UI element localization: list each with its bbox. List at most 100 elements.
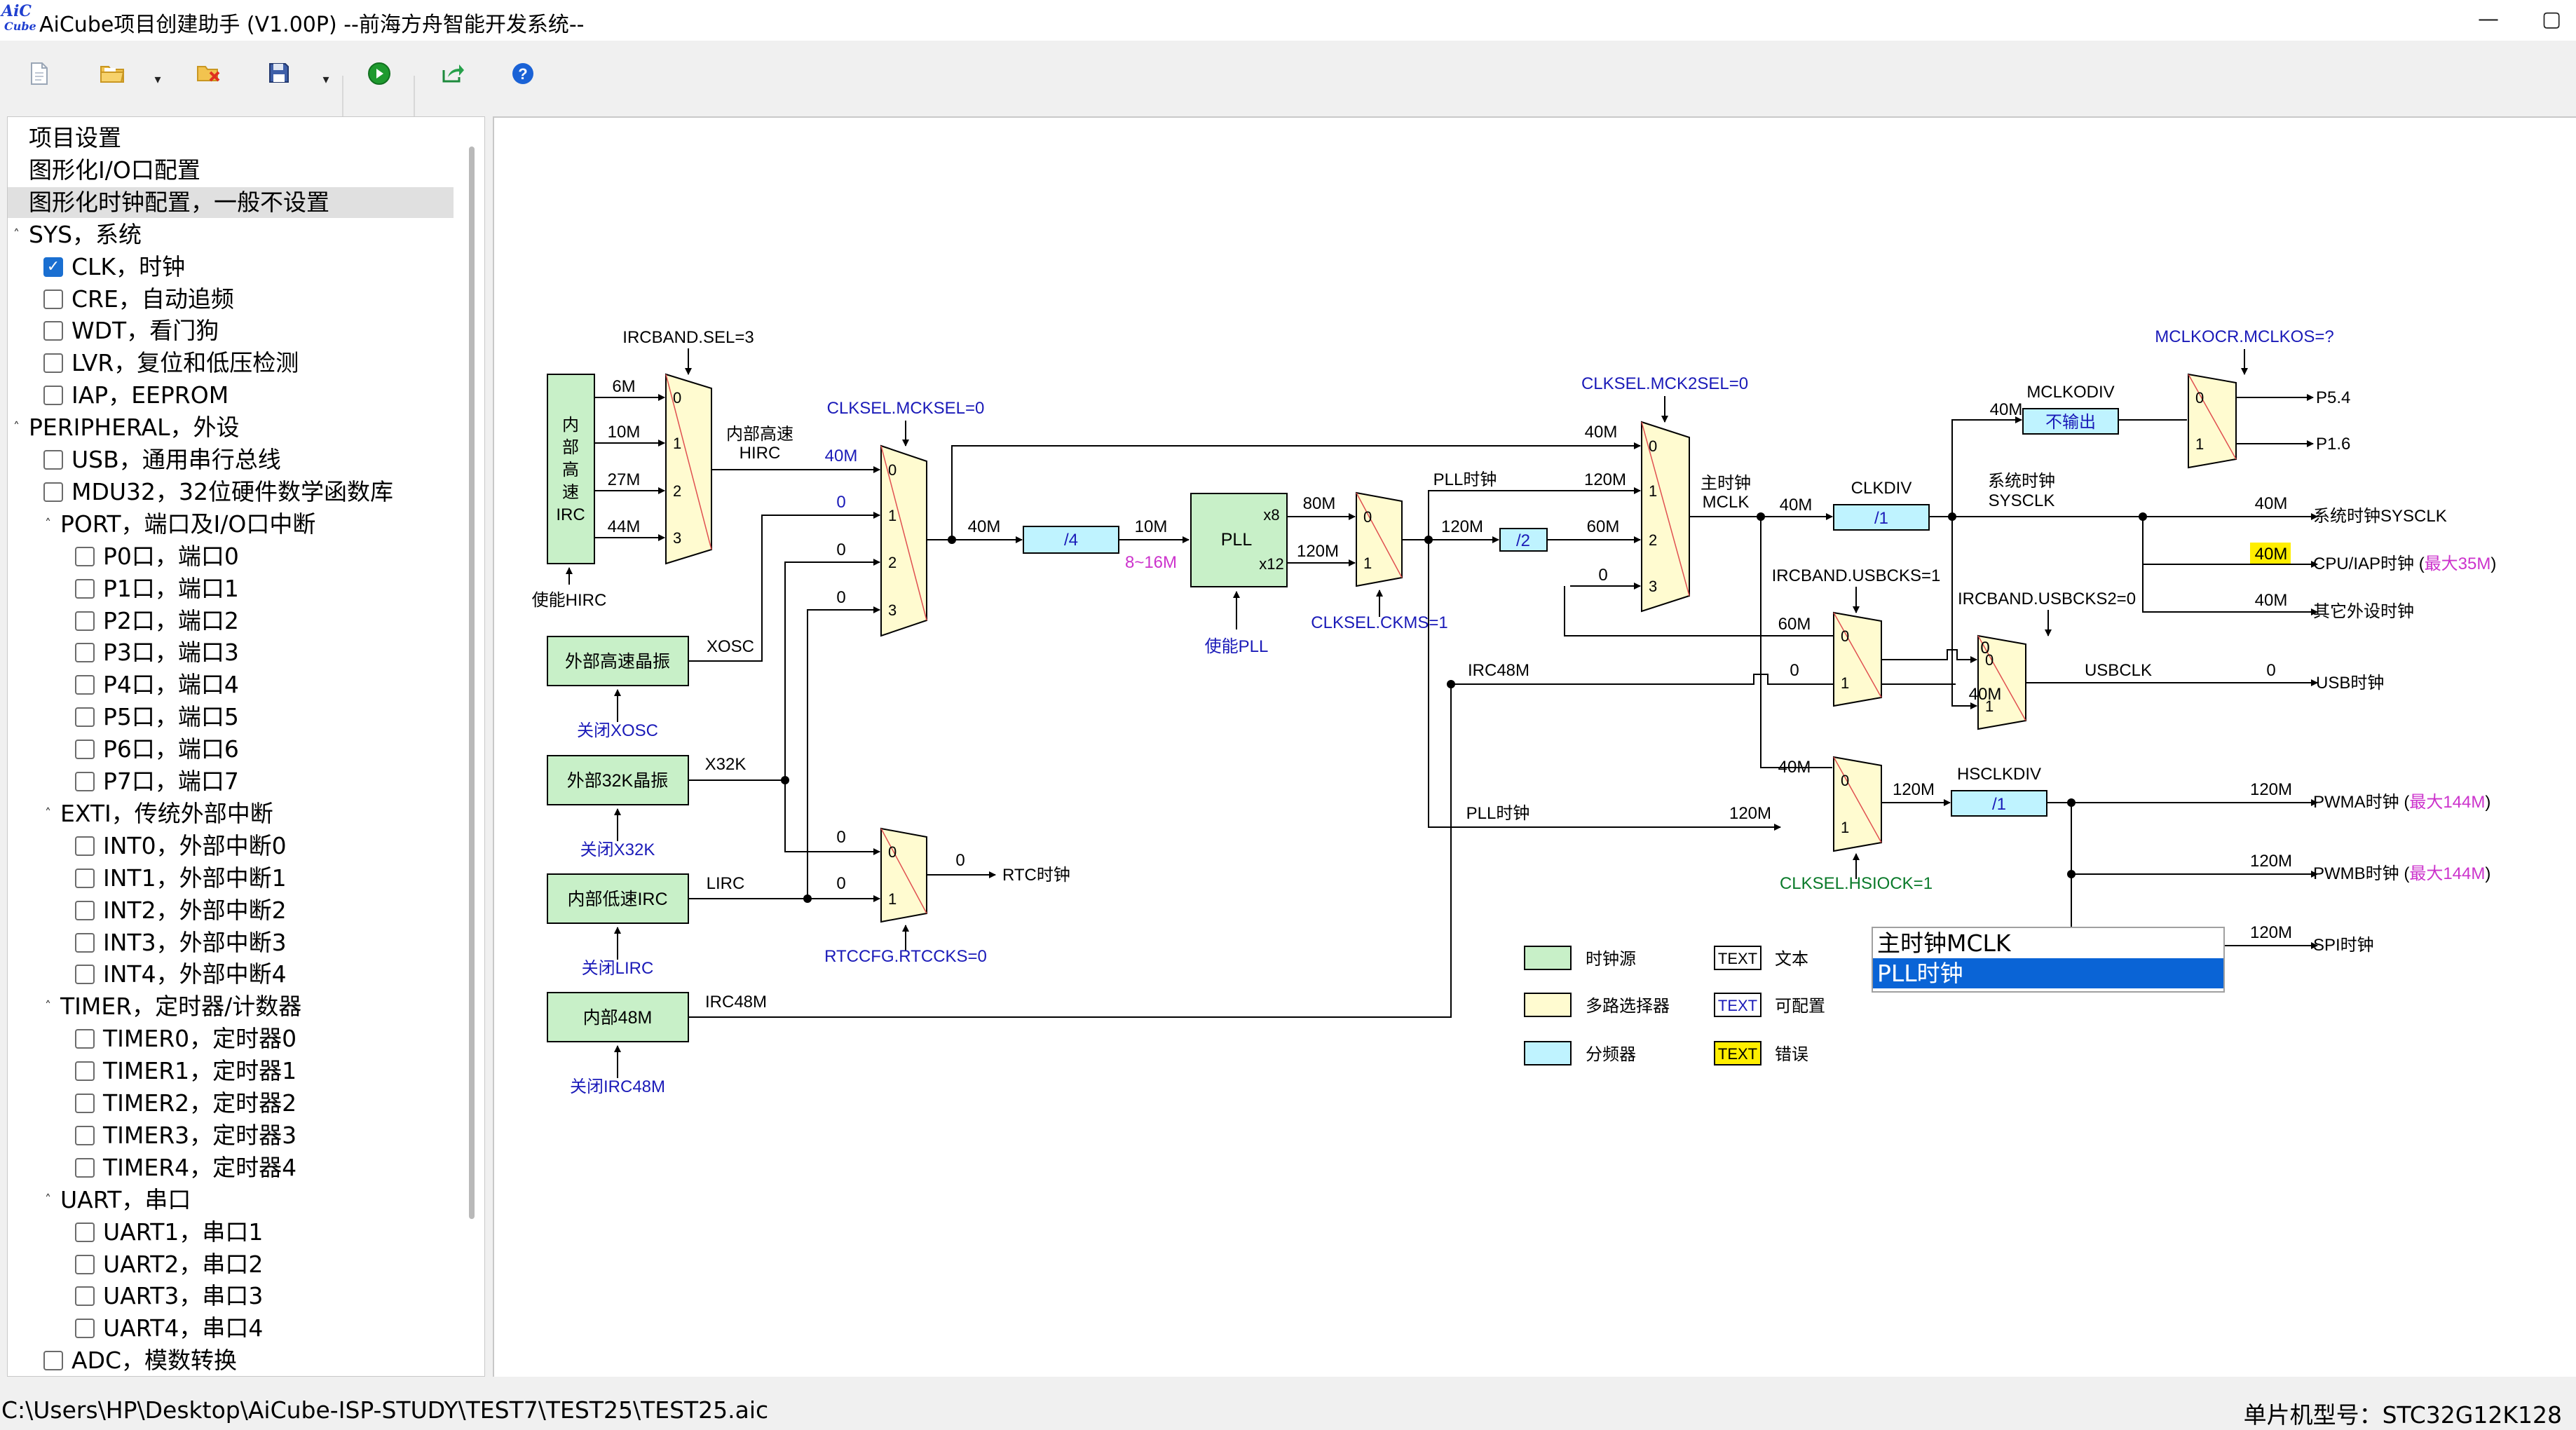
collapse-arrow-icon[interactable]: ˄ [45,805,51,821]
tree-checkbox[interactable] [43,482,63,502]
popup-item-mclk[interactable]: 主时钟MCLK [1877,929,2011,957]
tree-checkbox[interactable] [75,1286,95,1307]
maximize-button[interactable]: ▢ [2520,0,2576,41]
popup-item-pll[interactable]: PLL时钟 [1873,958,2223,988]
mux-input-index: 0 [1841,772,1849,789]
clksel-hsiock-label[interactable]: CLKSEL.HSIOCK=1 [1780,874,1933,893]
tree-checkbox[interactable] [75,578,95,599]
clksel-ckms-label[interactable]: CLKSEL.CKMS=1 [1311,613,1447,632]
collapse-arrow-icon[interactable]: ˄ [13,420,20,435]
mclkodiv-divider[interactable] [2022,408,2119,435]
tree-checkbox[interactable] [75,546,95,566]
tree-checkbox[interactable] [75,1222,95,1242]
x32k-source-block[interactable] [547,755,689,805]
tree-checkbox[interactable]: ✓ [43,257,63,277]
tree-checkbox[interactable] [75,868,95,888]
run-icon [368,62,390,85]
collapse-arrow-icon[interactable]: ˄ [45,1192,51,1207]
wire [2142,564,2318,615]
rtccfg-label[interactable]: RTCCFG.RTCCKS=0 [824,947,987,966]
diagram-label: 40M [1990,400,2023,419]
open-folder-button[interactable] [94,62,130,98]
hirc-source-label: 速 [562,483,579,502]
tree-checkbox[interactable] [75,1029,95,1049]
diagram-label: 60M [1587,517,1620,536]
collapse-arrow-icon[interactable]: ˄ [45,516,51,531]
tree-checkbox[interactable] [75,675,95,695]
mux-input-index: 1 [888,890,897,908]
tree-checkbox[interactable] [75,932,95,953]
tree-checkbox[interactable] [75,772,95,791]
wire [688,822,1452,1018]
help-button[interactable]: ? [505,62,541,98]
open-dropdown-button[interactable]: ▾ [147,62,168,98]
tree-item-label: PERIPHERAL，外设 [29,414,240,442]
tree-checkbox[interactable] [75,611,95,631]
div2-divider[interactable] [1499,528,1548,552]
mclkocr-label[interactable]: MCLKOCR.MCLKOS=? [2155,327,2333,346]
x32k-enable-label[interactable]: 关闭X32K [580,840,655,859]
tree-item[interactable]: 图形化时钟配置，一般不设置 [8,186,454,218]
minimize-button[interactable]: — [2457,0,2520,41]
irc48m-source-block[interactable] [547,992,689,1042]
tree-checkbox[interactable] [75,740,95,760]
div4-divider[interactable] [1023,526,1119,554]
diagram-label: 120M [1893,780,1935,799]
tree-checkbox[interactable] [75,707,95,728]
xosc-enable-label[interactable]: 关闭XOSC [577,721,658,740]
collapse-arrow-icon[interactable]: ˄ [13,226,20,242]
collapse-arrow-icon[interactable]: ˄ [45,999,51,1014]
tree-checkbox[interactable] [75,965,95,985]
hsclkdiv-divider[interactable] [1951,790,2047,817]
hirc-source-block[interactable] [547,374,595,564]
lirc-source-block[interactable] [547,873,689,924]
tree-scrollbar[interactable] [469,147,475,1219]
new-file-button[interactable] [21,62,57,98]
tree-checkbox[interactable] [75,1061,95,1082]
tree-item-label: P2口，端口2 [103,606,239,634]
clkdiv-divider[interactable] [1833,504,1930,531]
wire [1564,586,1832,636]
diagram-label: 120M [2250,780,2292,799]
tree-checkbox[interactable] [75,1094,95,1113]
ckms-mux[interactable] [1356,491,1403,587]
mclkos-mux[interactable] [2188,373,2237,469]
tree-checkbox[interactable] [43,321,63,341]
tree-checkbox[interactable] [75,900,95,920]
save-button[interactable] [261,62,297,98]
diagram-label: X32K [705,755,747,774]
hirc-enable-label[interactable]: 使能HIRC [532,591,607,610]
tree-checkbox[interactable] [75,1254,95,1274]
app-logo-icon: AiC Cube [1,2,36,33]
tree-checkbox[interactable] [43,386,63,406]
clear-button[interactable] [191,62,227,98]
mux-input-index: 0 [1649,437,1657,455]
tree-checkbox[interactable] [43,1351,63,1371]
mux-input-index: 0 [1841,627,1849,645]
diagram-label: 10M [608,423,641,442]
tree-checkbox[interactable] [43,353,63,374]
tree-checkbox[interactable] [75,836,95,856]
clksel-mck2sel-label[interactable]: CLKSEL.MCK2SEL=0 [1581,374,1748,393]
rtc-mux[interactable] [880,827,927,923]
clksel-mcksel-label[interactable]: CLKSEL.MCKSEL=0 [827,399,985,418]
tree-checkbox[interactable] [75,1125,95,1145]
xosc-source-block[interactable] [547,636,689,686]
irc48m-enable-label[interactable]: 关闭IRC48M [570,1077,665,1096]
save-dropdown-button[interactable]: ▾ [315,62,336,98]
tree-checkbox[interactable] [75,643,95,663]
tree-checkbox[interactable] [75,1319,95,1339]
lirc-enable-label[interactable]: 关闭LIRC [582,959,654,978]
usbcks-mux[interactable] [1833,611,1882,707]
export-button[interactable] [435,62,471,98]
tree-checkbox[interactable] [43,289,63,309]
pll-enable-label[interactable]: 使能PLL [1205,637,1269,656]
pll-block[interactable] [1190,493,1288,587]
run-button[interactable] [361,62,397,98]
tree-checkbox[interactable] [75,1157,95,1178]
tree-checkbox[interactable] [43,450,63,470]
diagram-label: x8 [1263,506,1279,524]
diagram-label: MCLKODIV [2026,383,2114,402]
